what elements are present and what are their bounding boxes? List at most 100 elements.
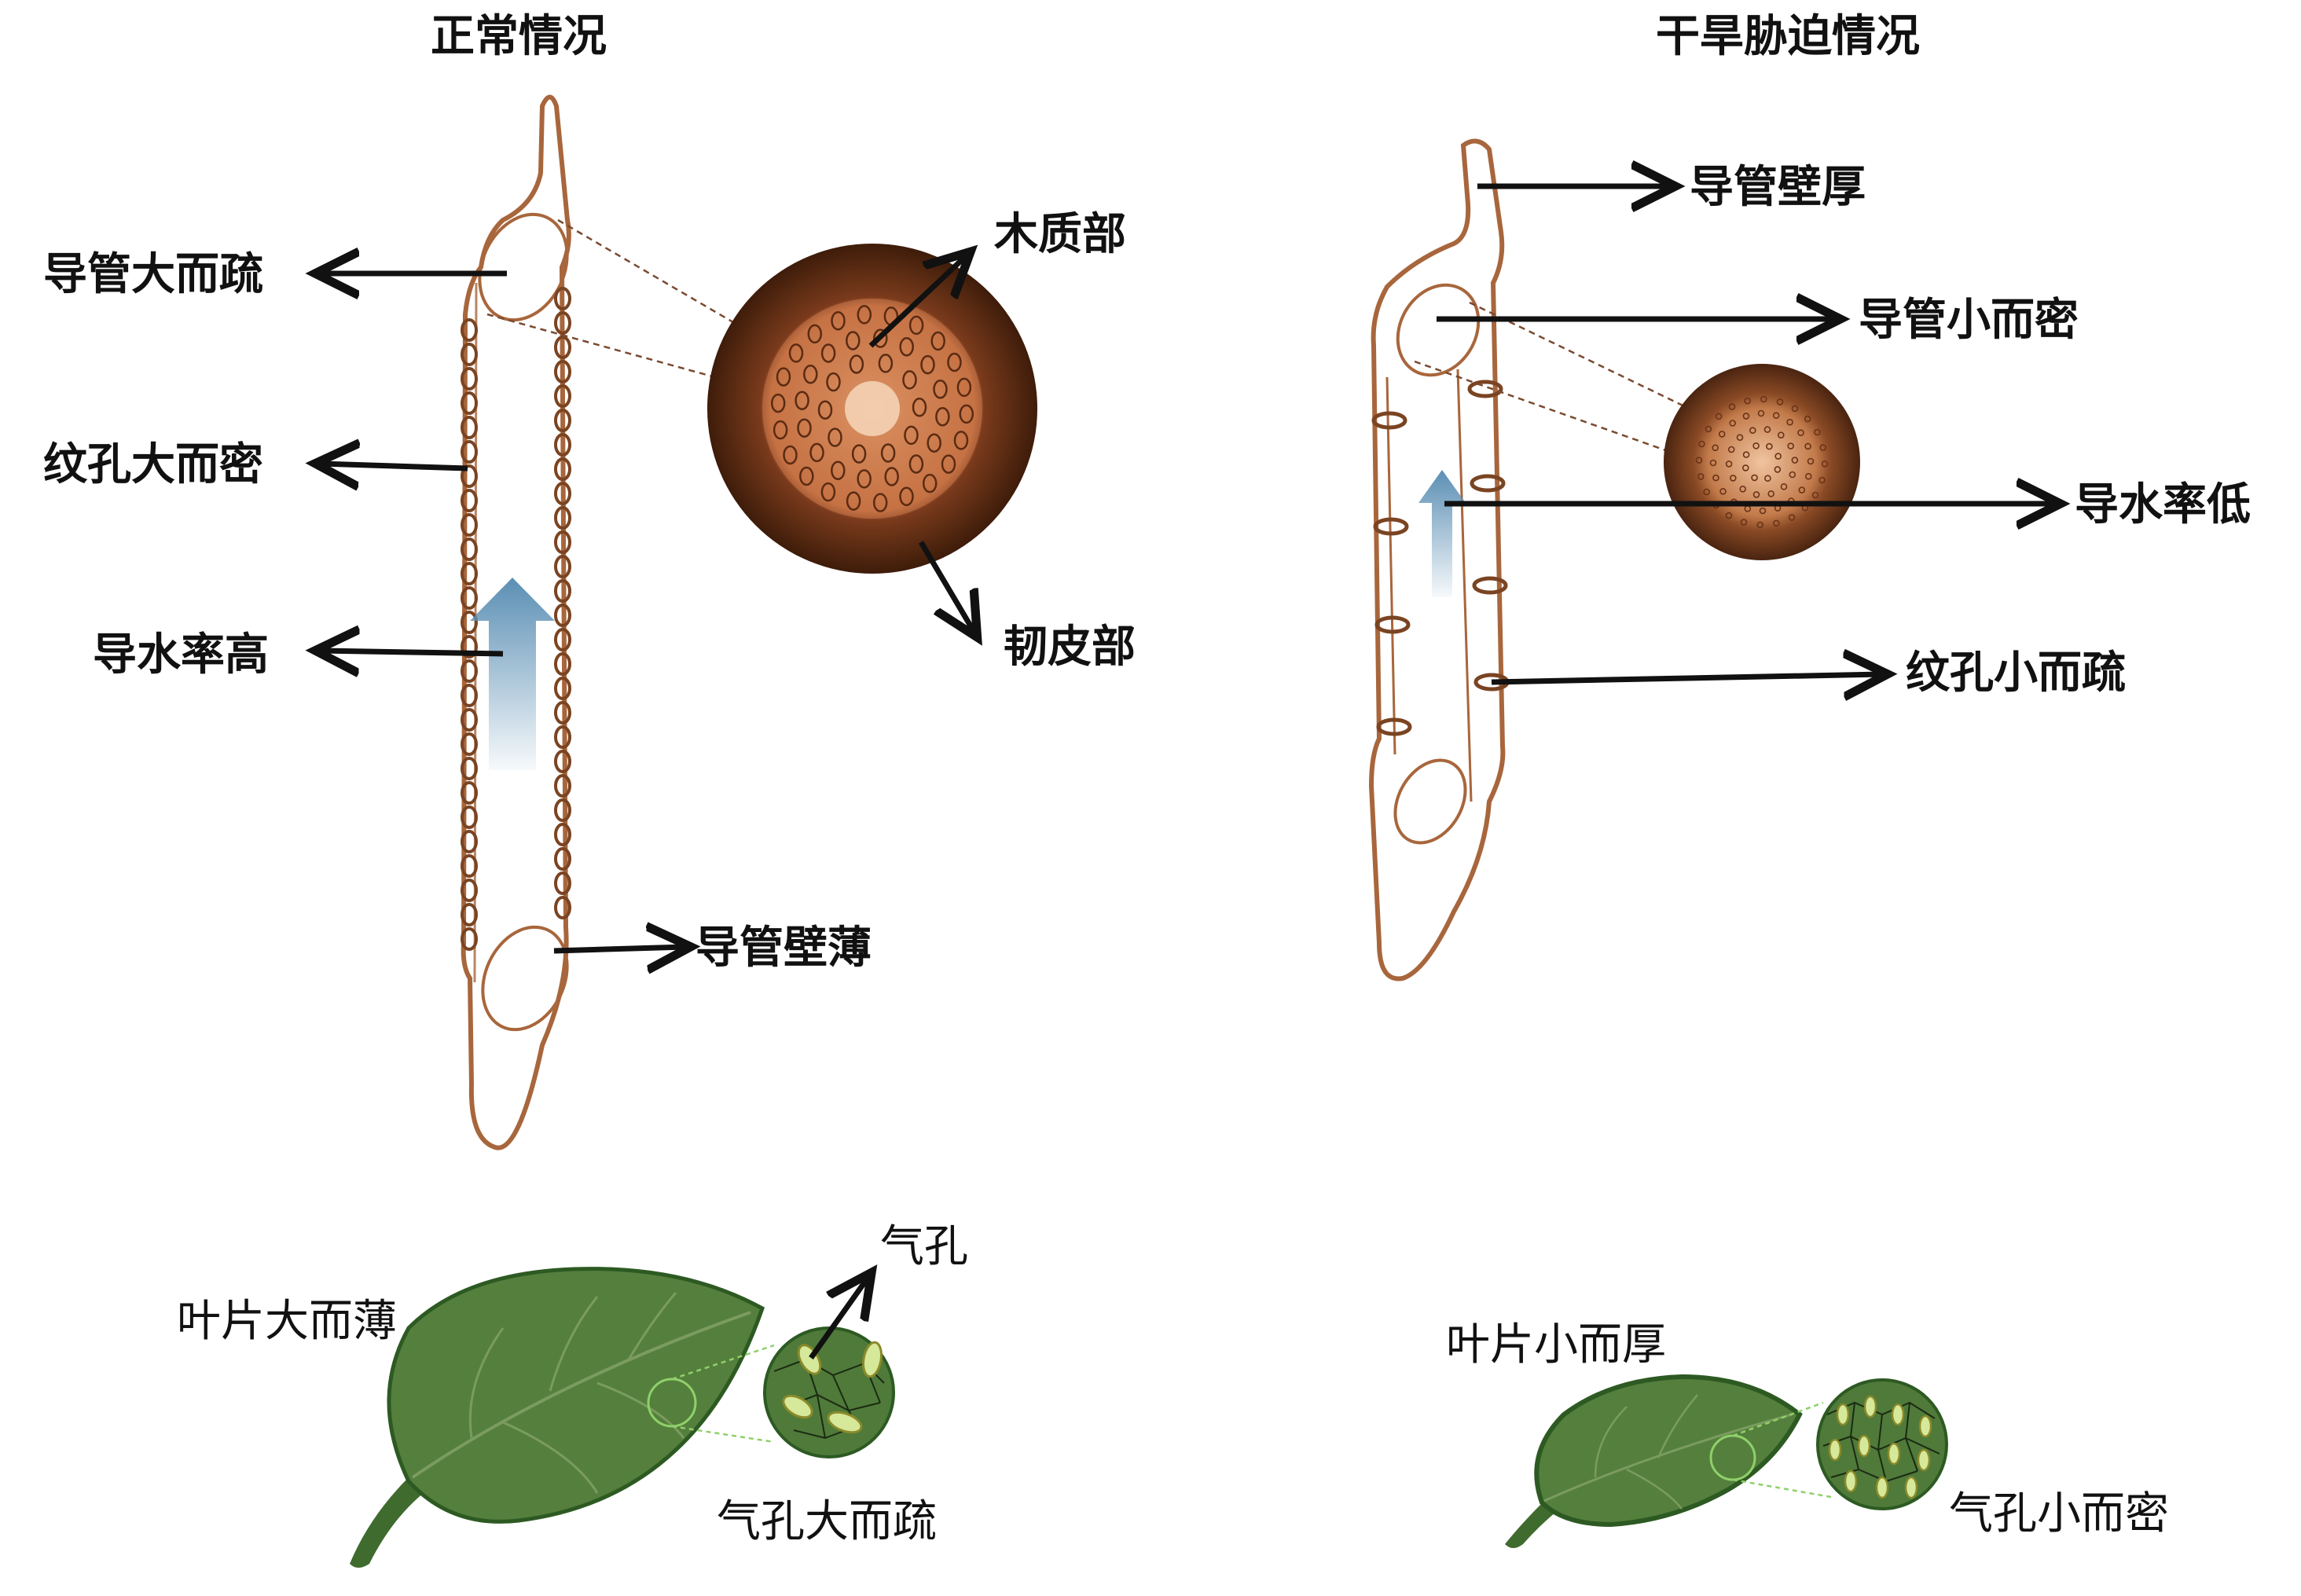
xylem-cell	[873, 328, 888, 348]
xylem-cell	[1774, 453, 1782, 460]
xylem-cell	[1742, 451, 1750, 458]
stoma	[1891, 1403, 1905, 1426]
guide-line	[1469, 301, 1698, 414]
xylem-cell	[1759, 507, 1767, 515]
flow-arrow-drought	[1418, 470, 1466, 597]
leaf-guide-line	[1732, 1478, 1832, 1499]
label-wall-thick: 导管壁厚	[1690, 161, 1866, 213]
xylem-cell	[908, 315, 924, 336]
pit	[554, 725, 571, 749]
arrow-conduct-high	[321, 651, 504, 654]
xylem-cell	[783, 445, 798, 465]
stomata-group-drought	[1828, 1395, 1932, 1499]
xylem-cell	[1760, 395, 1767, 403]
xylem-cell	[770, 393, 786, 413]
xylem-cell	[1697, 473, 1705, 480]
label-leaf-large-thin: 叶片大而薄	[177, 1296, 397, 1347]
leaf-vein	[627, 1292, 677, 1360]
vessel-inner-line-drought	[1456, 369, 1473, 802]
xylem-cell	[1709, 459, 1717, 467]
pit	[554, 287, 571, 310]
xylem-cell	[1774, 466, 1782, 473]
pit	[461, 367, 478, 391]
xylem-cell	[1772, 412, 1780, 420]
label-vessel-large-sparse: 导管大而疏	[43, 248, 263, 300]
stoma	[862, 1341, 883, 1378]
xylem-cell	[1698, 440, 1705, 448]
xylem-cell	[1712, 474, 1719, 482]
xylem-cell	[1751, 474, 1758, 482]
pit	[554, 604, 571, 627]
perforation-plate-bottom-normal	[481, 925, 569, 1032]
label-xylem: 木质部	[994, 208, 1126, 260]
pit	[554, 896, 571, 919]
xylem-cell	[1764, 475, 1771, 482]
stoma	[1828, 1438, 1842, 1462]
xylem-cell	[930, 331, 945, 351]
xylem-cell	[1804, 415, 1811, 423]
pit	[461, 781, 478, 805]
xylem-cell	[880, 443, 896, 463]
label-stomata-small-dense: 气孔小而密	[1949, 1488, 2169, 1539]
xylem-cell	[1789, 471, 1796, 479]
xylem-cell	[1727, 446, 1735, 453]
leaf-vein	[596, 1381, 685, 1439]
leaf-blade-drought	[1534, 1374, 1803, 1528]
leaf-guide-line	[1732, 1401, 1824, 1437]
xylem-cell	[1776, 398, 1784, 405]
xylem-cell	[1744, 397, 1751, 405]
xylem-cell	[1818, 476, 1826, 484]
stomata-group-normal	[782, 1341, 883, 1434]
pit	[554, 750, 571, 773]
xylem-cell	[899, 486, 914, 507]
xylem-cell	[1778, 431, 1785, 439]
xylem-cell	[1736, 434, 1744, 442]
pit	[554, 360, 571, 383]
pit	[1472, 576, 1508, 595]
pit	[461, 757, 478, 780]
pit	[554, 774, 571, 798]
leaf-vein	[1626, 1468, 1683, 1510]
xylem-cell	[1814, 428, 1821, 436]
arrow-phloem	[918, 541, 974, 633]
xylem-cell	[1780, 482, 1788, 490]
xylem-cell	[933, 380, 948, 399]
xylem-cell	[935, 407, 950, 427]
leaf-vein	[502, 1421, 599, 1494]
xylem-cell	[1757, 409, 1765, 417]
xylem-cell	[776, 367, 791, 387]
leaf-vein	[549, 1296, 599, 1392]
pit	[1470, 474, 1506, 493]
xylem-cell	[809, 442, 824, 463]
pit	[461, 708, 478, 732]
perforation-plate-top-drought	[1396, 283, 1481, 377]
guide-line	[486, 313, 716, 379]
xylem-cell	[1787, 442, 1794, 449]
xylem-cell	[851, 444, 867, 464]
pit	[554, 311, 571, 335]
title-drought: 干旱胁迫情况	[1656, 10, 1920, 62]
stoma	[1918, 1414, 1932, 1438]
pit	[1371, 411, 1407, 430]
pit	[554, 457, 571, 481]
pit	[554, 677, 571, 700]
leaf-guide-line	[671, 1344, 775, 1381]
pit	[461, 318, 478, 342]
xylem-cell	[788, 343, 804, 363]
xylem-cell	[1805, 472, 1812, 480]
pit-column-normal	[461, 287, 571, 951]
xylem-cell	[1791, 457, 1799, 464]
guide-line	[1414, 360, 1671, 453]
xylem-cell	[953, 431, 969, 450]
label-phloem: 韧皮部	[1004, 621, 1136, 673]
xylem-cell	[817, 400, 833, 420]
label-stomata-large-sparse: 气孔大而疏	[717, 1496, 937, 1547]
label-pits-small-sparse: 纹孔小而疏	[1906, 647, 2126, 699]
xylem-cell	[1728, 403, 1736, 410]
xylem-cell	[1725, 512, 1733, 519]
pit	[461, 489, 478, 512]
xylem-cell	[1811, 491, 1819, 499]
xylem-cell	[799, 466, 814, 486]
xylem-cell	[1756, 521, 1763, 529]
pit	[554, 871, 571, 895]
